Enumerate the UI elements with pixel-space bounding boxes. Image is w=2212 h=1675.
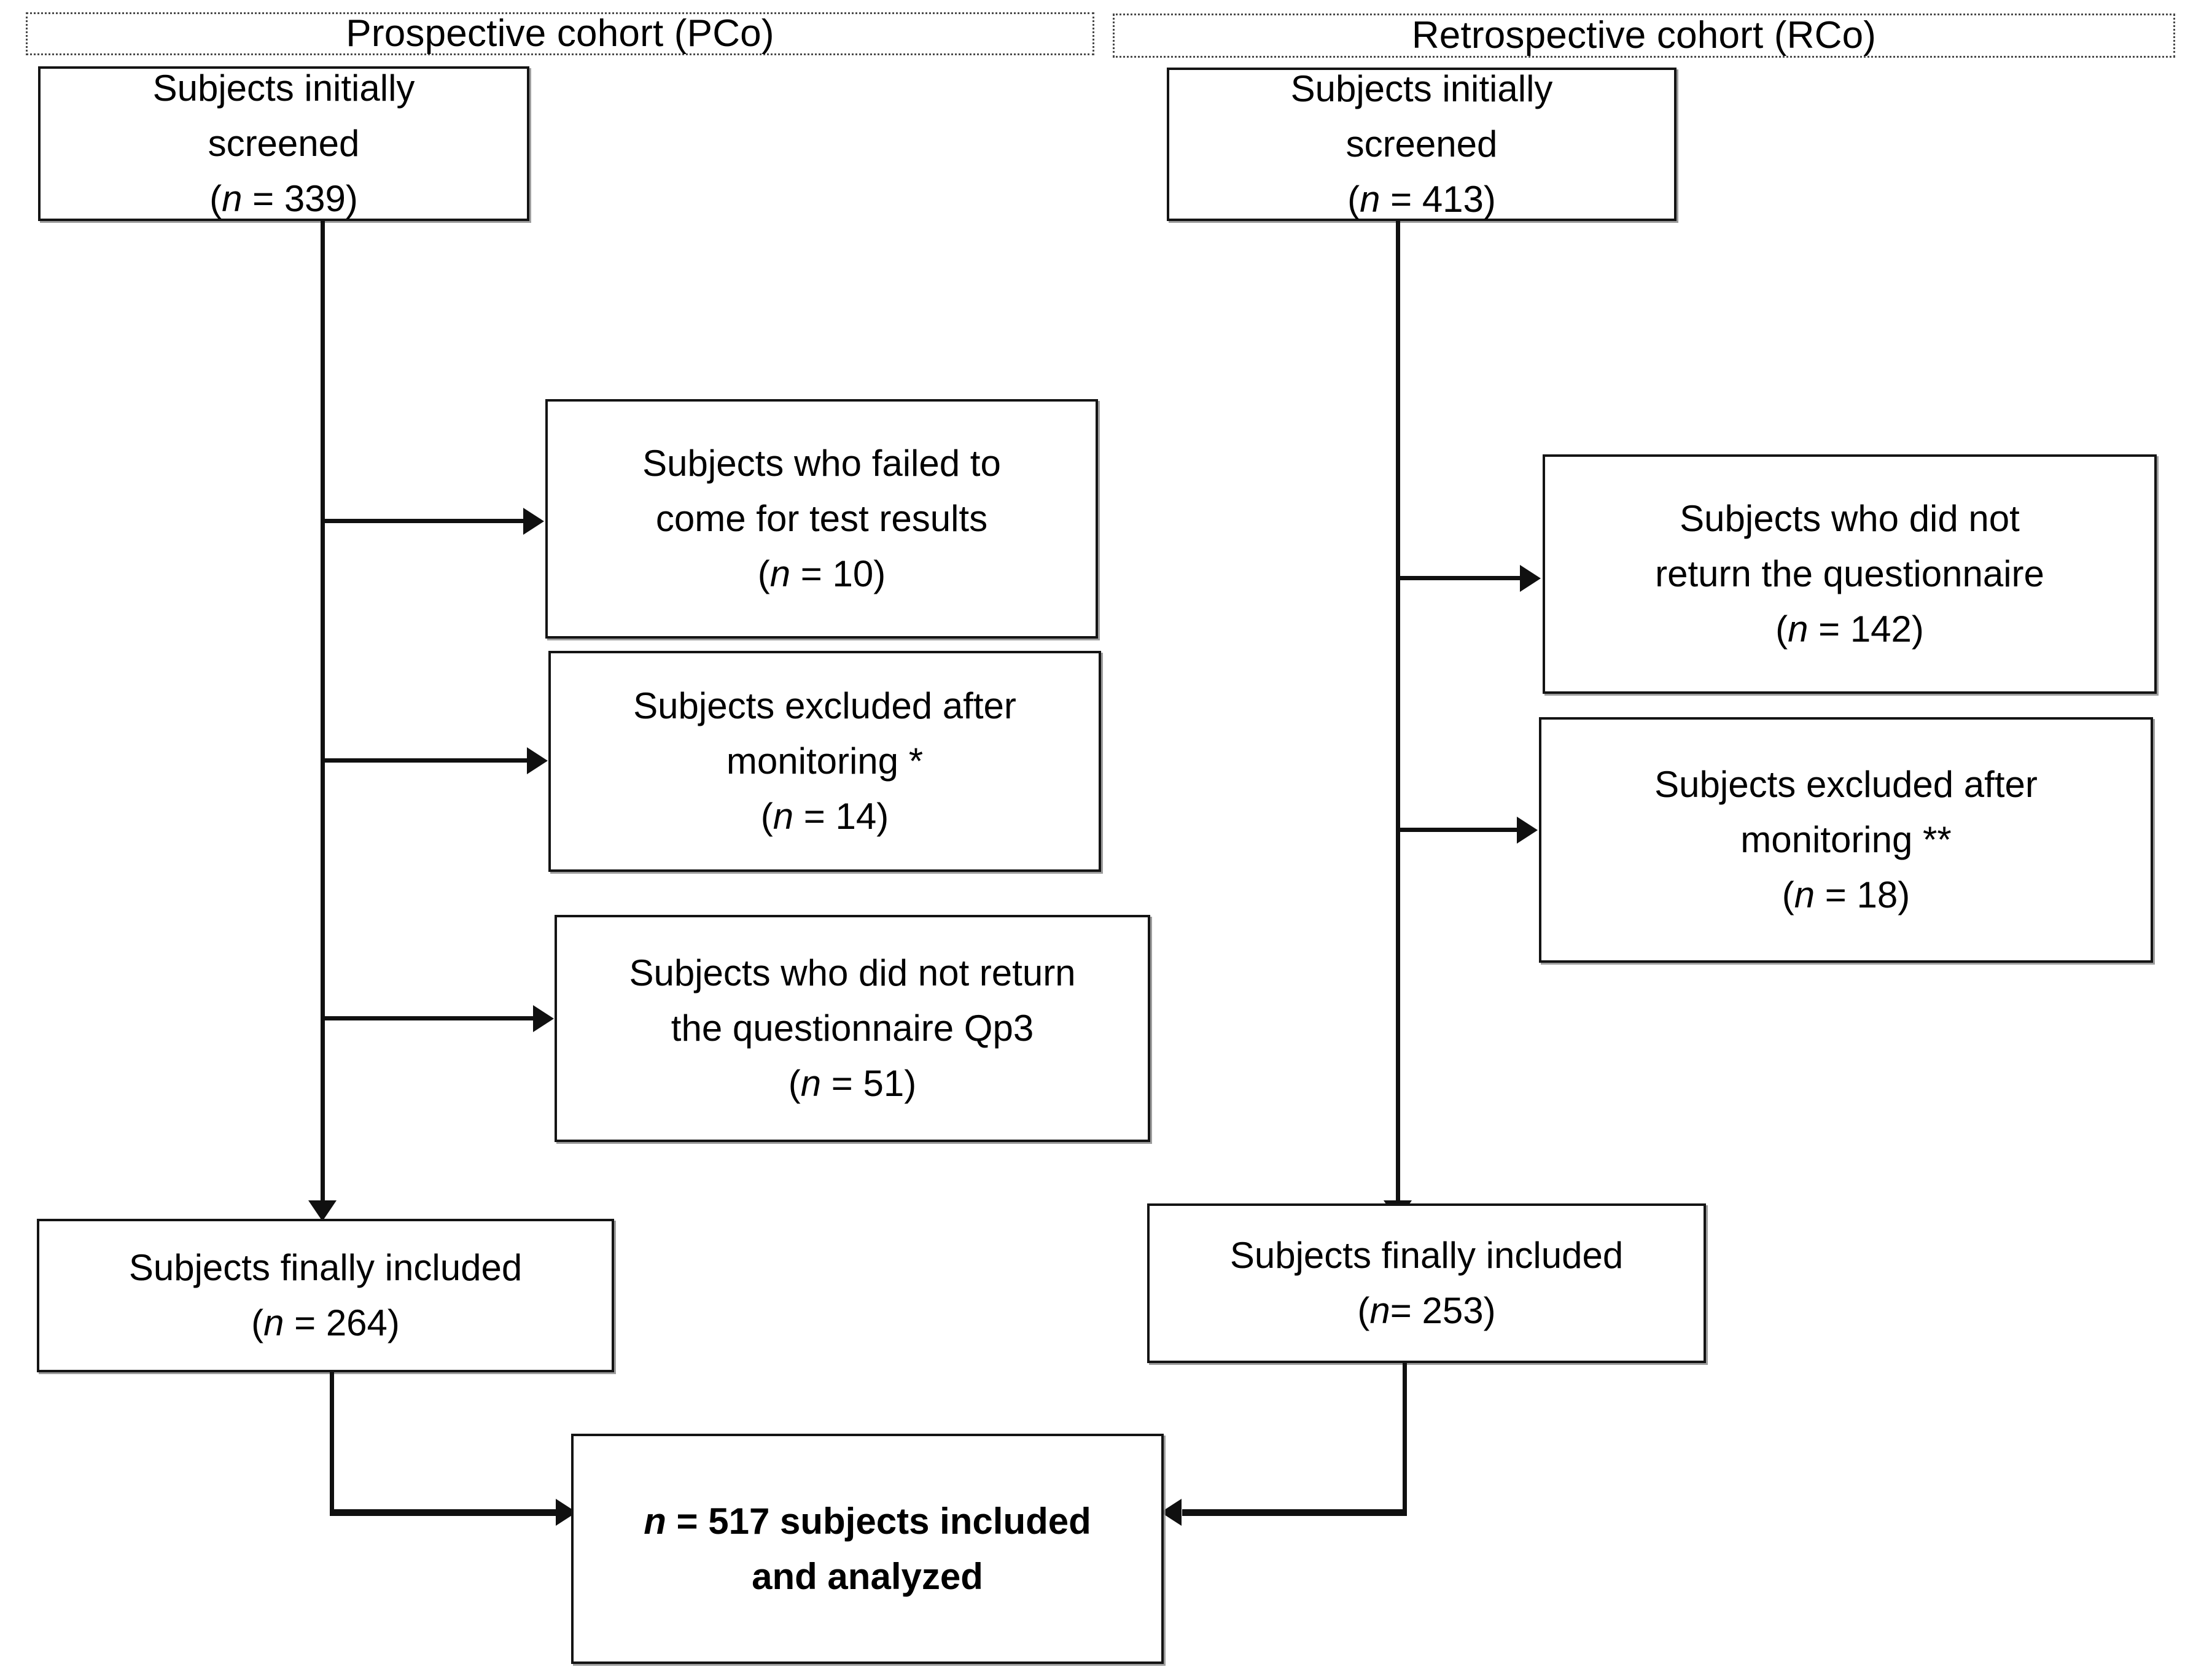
- node-pco-exclusion-3-text: Subjects who did not return the question…: [629, 952, 1076, 1104]
- cohort-header-prospective-label: Prospective cohort (PCo): [346, 12, 774, 55]
- connector-rco-exclusion-1-arrowhead: [1520, 565, 1541, 592]
- node-pco-exclusion-1-text: Subjects who failed to come for test res…: [642, 443, 1001, 594]
- node-rco-exclusion-2: Subjects excluded after monitoring ** (n…: [1539, 717, 2153, 963]
- connector-pco-trunk-arrowhead: [308, 1200, 337, 1221]
- node-rco-included-text: Subjects finally included (n= 253): [1229, 1235, 1624, 1331]
- cohort-header-retrospective: Retrospective cohort (RCo): [1113, 14, 2175, 58]
- node-pco-exclusion-2-text: Subjects excluded after monitoring * (n …: [633, 685, 1016, 837]
- node-pco-screened-text: Subjects initially screened (n = 339): [152, 68, 415, 219]
- node-rco-screened: Subjects initially screened (n = 413): [1167, 68, 1677, 221]
- connector-rco-to-combined-arrowhead: [1161, 1499, 1182, 1526]
- cohort-header-retrospective-label: Retrospective cohort (RCo): [1411, 14, 1877, 57]
- connector-pco-exclusion-2-arrowhead: [527, 747, 548, 774]
- node-combined-included-analyzed: n = 517 subjects included and analyzed: [571, 1434, 1164, 1664]
- node-pco-exclusion-3: Subjects who did not return the question…: [555, 915, 1150, 1142]
- connector-pco-exclusion-3: [321, 1016, 535, 1020]
- node-pco-screened: Subjects initially screened (n = 339): [38, 66, 529, 221]
- connector-pco-exclusion-3-arrowhead: [533, 1005, 554, 1032]
- connector-rco-exclusion-2: [1396, 828, 1519, 832]
- connector-pco-exclusion-2: [321, 758, 529, 763]
- cohort-header-prospective: Prospective cohort (PCo): [26, 12, 1094, 55]
- connector-rco-trunk: [1396, 221, 1400, 1203]
- node-rco-screened-text: Subjects initially screened (n = 413): [1290, 68, 1553, 220]
- connector-pco-exclusion-1-arrowhead: [523, 508, 544, 535]
- connector-rco-to-combined-vertical: [1403, 1363, 1407, 1514]
- node-pco-included-text: Subjects finally included (n = 264): [128, 1247, 523, 1343]
- connector-rco-exclusion-2-arrowhead: [1517, 817, 1538, 844]
- node-rco-included: Subjects finally included (n= 253): [1147, 1203, 1706, 1363]
- node-rco-exclusion-1: Subjects who did not return the question…: [1543, 454, 2157, 694]
- connector-rco-exclusion-1: [1396, 576, 1522, 580]
- connector-rco-to-combined-horizontal: [1182, 1509, 1407, 1516]
- node-rco-exclusion-1-text: Subjects who did not return the question…: [1655, 498, 2044, 650]
- node-pco-included: Subjects finally included (n = 264): [37, 1219, 614, 1372]
- node-combined-included-analyzed-text: n = 517 subjects included and analyzed: [644, 1500, 1091, 1597]
- connector-pco-to-combined-horizontal: [330, 1509, 557, 1516]
- node-pco-exclusion-2: Subjects excluded after monitoring * (n …: [548, 651, 1101, 872]
- connector-pco-exclusion-1: [321, 519, 524, 523]
- node-pco-exclusion-1: Subjects who failed to come for test res…: [545, 399, 1098, 639]
- node-rco-exclusion-2-text: Subjects excluded after monitoring ** (n…: [1654, 764, 2038, 915]
- connector-pco-to-combined-vertical: [330, 1372, 334, 1514]
- connector-pco-trunk: [321, 221, 325, 1203]
